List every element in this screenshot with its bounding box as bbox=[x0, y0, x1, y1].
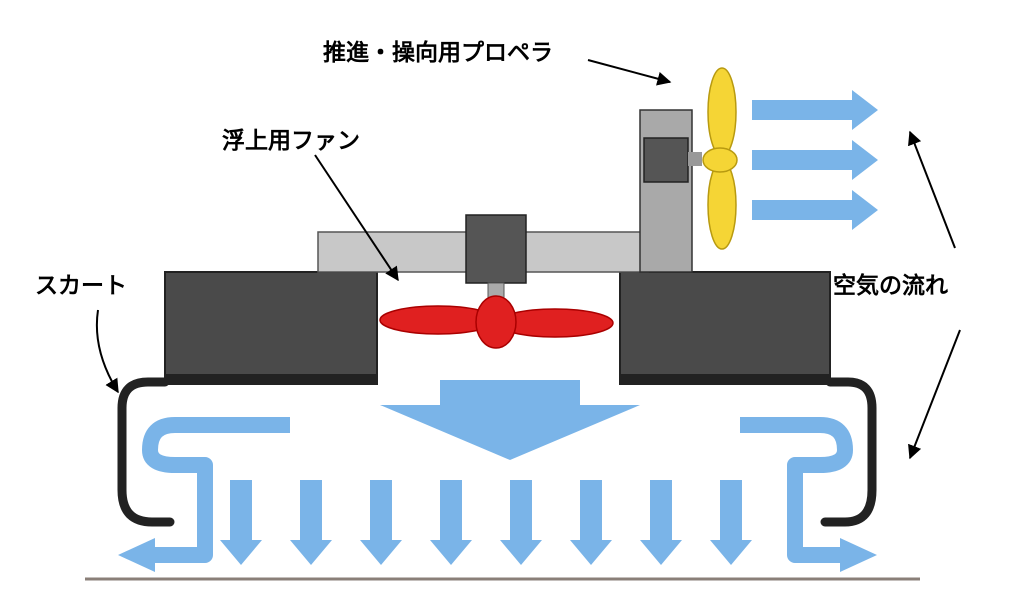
propeller-motor bbox=[643, 137, 689, 183]
propeller-post bbox=[639, 109, 693, 273]
hull-right-bottom bbox=[620, 374, 830, 384]
skirt-leader-arrow bbox=[95, 309, 119, 394]
propeller-leader-arrow bbox=[587, 59, 672, 86]
skirt-label: スカート bbox=[35, 273, 127, 299]
thrust-propeller bbox=[702, 67, 738, 250]
skirt-left bbox=[117, 377, 175, 527]
propeller-label: 推進・操向用プロペラ bbox=[323, 40, 553, 66]
airflow-label: 空気の流れ bbox=[833, 273, 948, 299]
propeller-shaft bbox=[688, 152, 702, 166]
hull-left-bottom bbox=[165, 374, 377, 384]
left-curl-airflow bbox=[142, 417, 290, 563]
fan-leader-arrow bbox=[314, 154, 399, 282]
skirt-right bbox=[820, 377, 877, 527]
airflow-leader-arrow-down bbox=[908, 329, 961, 460]
hull-right bbox=[619, 271, 831, 385]
central-airflow-arrow bbox=[380, 380, 640, 460]
downward-airflow-arrows bbox=[220, 480, 752, 565]
left-outflow-arrowhead bbox=[118, 538, 155, 572]
fan-motor bbox=[465, 214, 527, 284]
right-outflow-arrowhead bbox=[840, 538, 877, 572]
airflow-leader-arrow-up bbox=[908, 130, 956, 249]
lift-fan-label: 浮上用ファン bbox=[222, 128, 360, 154]
hull-left bbox=[164, 271, 378, 385]
lift-fan bbox=[379, 295, 614, 349]
exhaust-airflow bbox=[752, 90, 878, 230]
right-curl-airflow bbox=[740, 417, 853, 563]
